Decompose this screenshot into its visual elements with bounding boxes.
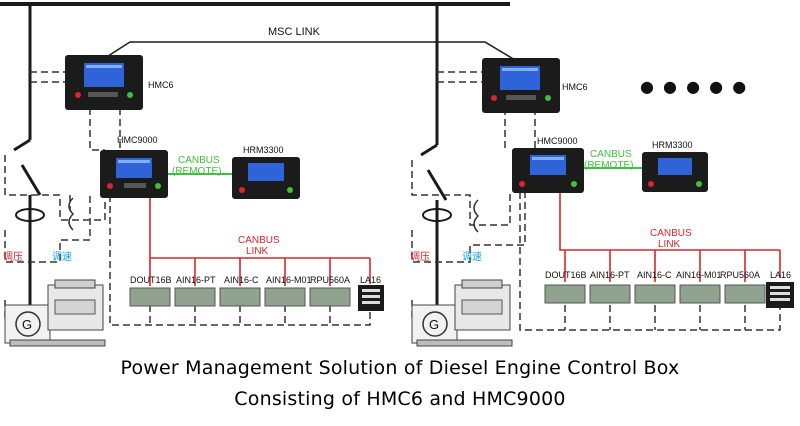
right-hmc6-controller: [482, 58, 560, 113]
right-canbus-remote-sub: (REMOTE): [584, 160, 633, 171]
right-speed-label: 调速: [462, 251, 482, 263]
left-module-label-ain16-c: AIN16-C: [224, 275, 259, 285]
right-module-label-ain16-pt: AIN16-PT: [590, 270, 630, 280]
msc-link-label: MSC LINK: [268, 26, 321, 38]
right-hmc9000-label: HMC9000: [537, 136, 578, 146]
left-hmc6-label: HMC6: [148, 80, 174, 90]
left-canbus-link-label: CANBUS: [238, 235, 280, 246]
left-io-modules: [129, 285, 384, 311]
left-canbus-link-lines: [149, 198, 371, 286]
right-canbus-link-sub: LINK: [658, 239, 681, 250]
left-module-label-ain16-pt: AIN16-PT: [176, 275, 216, 285]
right-module-label-ain16-m01: AIN16-M01: [676, 270, 722, 280]
left-control-wiring: [4, 71, 371, 326]
left-canbus-link-sub: LINK: [246, 246, 269, 257]
right-brace: [473, 199, 480, 233]
left-canbus-remote-sub: (REMOTE): [172, 166, 221, 177]
left-canbus-remote-label: CANBUS: [178, 155, 220, 166]
left-avr-label: 调压: [3, 251, 23, 263]
right-hrm3300-label: HRM3300: [652, 140, 693, 150]
caption-line-1: Power Management Solution of Diesel Engi…: [120, 357, 680, 379]
right-canbus-remote-label: CANBUS: [590, 149, 632, 160]
right-hmc6-label: HMC6: [562, 82, 588, 92]
msc-link-line: [104, 41, 516, 61]
more-units-ellipsis: ● ● ● ● ●: [640, 77, 748, 96]
right-module-label-rpu560a: RPU560A: [720, 270, 760, 280]
right-current-transformer: [422, 208, 452, 222]
left-hrm3300-panel: [232, 157, 300, 199]
right-hmc9000-controller: [512, 148, 584, 193]
right-hrm3300-panel: [642, 152, 708, 192]
left-module-label-rpu560a: RPU560A: [310, 275, 350, 285]
left-breaker: [13, 138, 42, 310]
caption-line-2: Consisting of HMC6 and HMC9000: [234, 388, 566, 410]
left-hrm3300-label: HRM3300: [243, 145, 284, 155]
right-generator-symbol: G: [429, 317, 439, 332]
left-speed-label: 调速: [52, 251, 72, 263]
left-current-transformer: [15, 208, 45, 222]
right-control-wiring: [411, 71, 781, 331]
left-brace: [68, 197, 75, 231]
left-generator-set: [4, 279, 106, 347]
left-unit: HMC6 HMC9000 CANBUS (REMOTE) HRM3300: [3, 4, 384, 347]
right-module-label-ain16-c: AIN16-C: [637, 270, 672, 280]
left-module-label-la16: LA16: [360, 275, 381, 285]
left-module-label-dout16b: DOUT16B: [130, 275, 172, 285]
left-generator-symbol: G: [22, 317, 32, 332]
right-canbus-link-lines: [559, 193, 781, 282]
right-canbus-link-label: CANBUS: [650, 228, 692, 239]
right-module-label-dout16b: DOUT16B: [545, 270, 587, 280]
left-module-label-ain16-m01: AIN16-M01: [266, 275, 312, 285]
right-avr-label: 调压: [410, 251, 430, 263]
left-hmc9000-controller: [100, 150, 168, 198]
right-breaker: [420, 143, 448, 310]
right-generator-set: [411, 279, 513, 347]
left-hmc9000-label: HMC9000: [117, 135, 158, 145]
right-unit: HMC6 HMC9000 CANBUS (REMOTE) HRM3300 CAN…: [410, 4, 794, 347]
left-hmc6-controller: [65, 55, 143, 110]
right-module-label-la16: LA16: [770, 270, 791, 280]
right-io-modules: [544, 282, 794, 308]
